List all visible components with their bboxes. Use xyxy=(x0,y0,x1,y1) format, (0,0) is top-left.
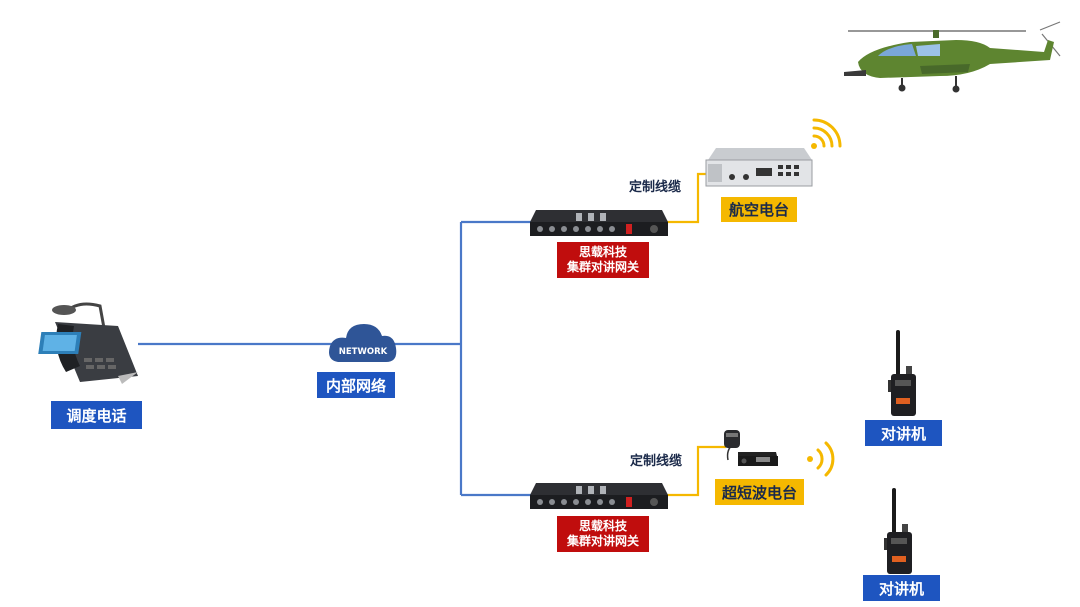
walkie-bottom-label: 对讲机 xyxy=(863,575,940,601)
cable-top xyxy=(667,172,708,224)
custom-cables xyxy=(667,172,726,497)
gateway-bottom-device-icon xyxy=(530,483,668,509)
dispatch-phone-icon xyxy=(38,302,138,384)
aviation-radio-signal-icon xyxy=(811,118,842,149)
cable-bottom-label: 定制线缆 xyxy=(630,454,683,469)
gateway-bottom-label-line1: 思载科技 xyxy=(578,519,627,533)
phone-label: 调度电话 xyxy=(51,401,142,429)
network-cloud-icon: NETWORK xyxy=(329,324,397,362)
walkie-talkie-bottom-icon xyxy=(884,488,912,574)
aviation-radio-label: 航空电台 xyxy=(721,197,797,222)
vhf-radio-device-icon xyxy=(724,430,778,466)
network-label: 内部网络 xyxy=(317,372,395,398)
helicopter-icon xyxy=(844,21,1061,93)
vhf-radio-signal-icon xyxy=(807,441,835,477)
gateway-top-label-line1: 思载科技 xyxy=(578,245,627,259)
gateway-top-label-line2: 集群对讲网关 xyxy=(566,260,639,274)
network-links xyxy=(138,220,531,497)
walkie-talkie-top-icon xyxy=(888,330,916,416)
cable-top-label: 定制线缆 xyxy=(629,180,682,195)
cable-bottom xyxy=(667,445,726,497)
vhf-radio-label: 超短波电台 xyxy=(715,479,804,505)
walkie-top-label: 对讲机 xyxy=(865,420,942,446)
gateway-bottom-label: 思载科技 集群对讲网关 xyxy=(557,516,649,552)
gateway-bottom-label-line2: 集群对讲网关 xyxy=(566,534,639,548)
gateway-top-device-icon xyxy=(530,210,668,236)
network-cloud-text: NETWORK xyxy=(339,347,388,357)
gateway-top-label: 思载科技 集群对讲网关 xyxy=(557,242,649,278)
aviation-radio-device-icon xyxy=(705,148,813,187)
